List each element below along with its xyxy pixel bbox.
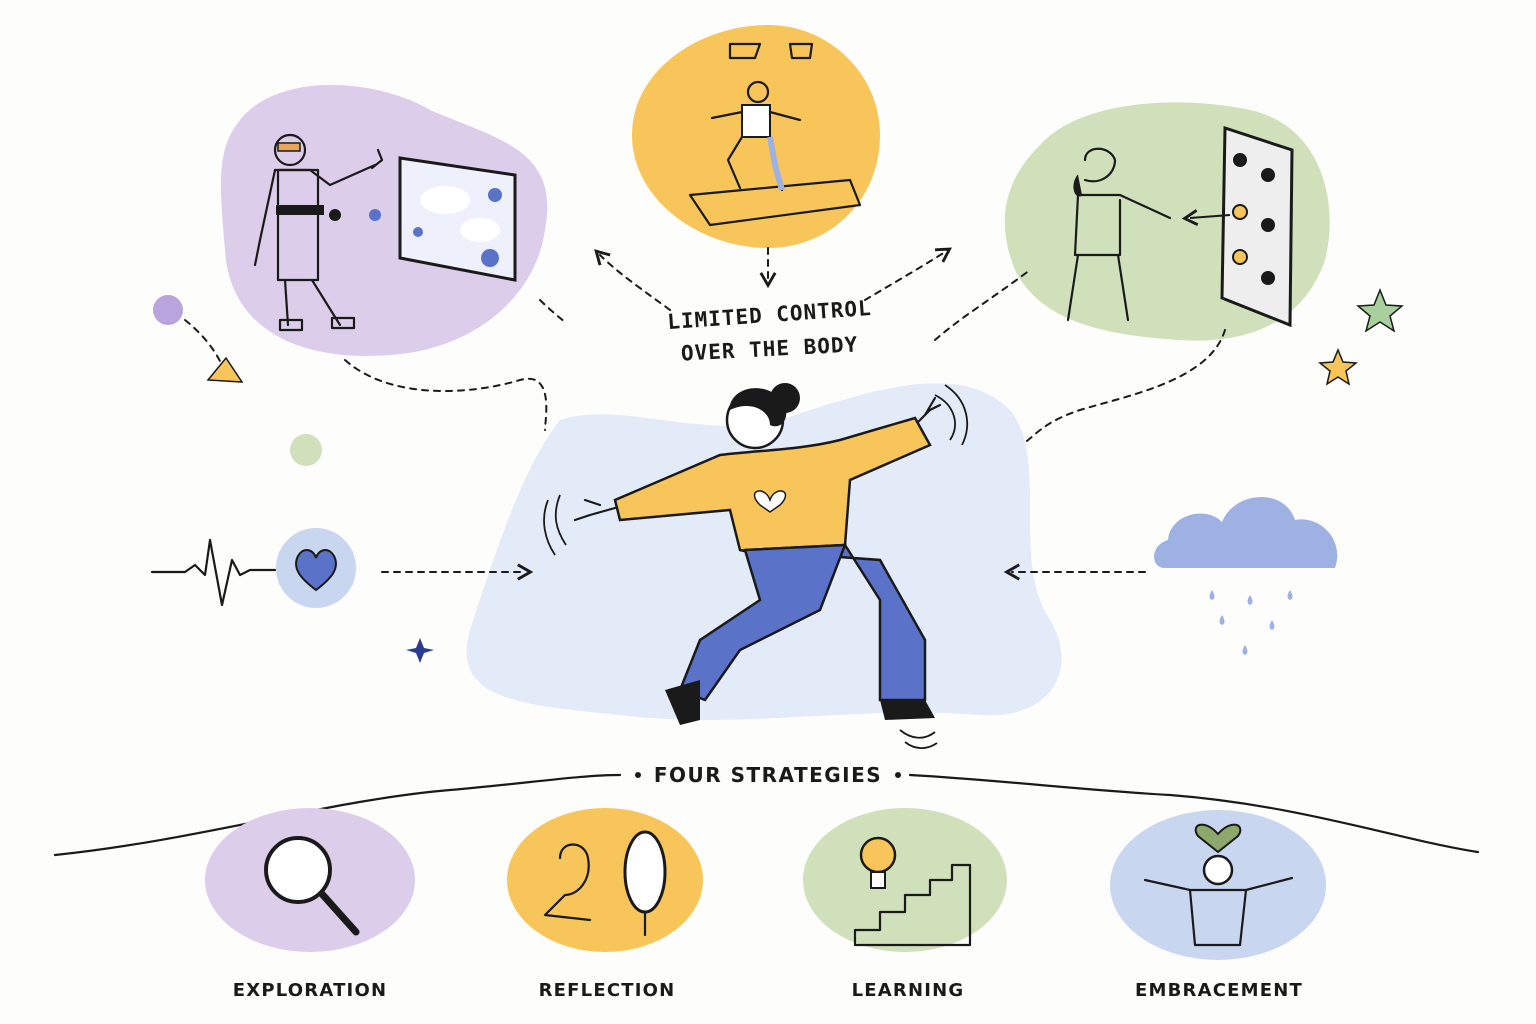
magnifier-icon <box>264 836 360 936</box>
button-panel-scene <box>1004 102 1330 341</box>
section-heading: FOUR STRATEGIES <box>654 763 882 787</box>
strategy-label: LEARNING <box>852 980 965 1001</box>
vr-suit-scene <box>220 85 548 356</box>
heartbeat-influence <box>150 528 534 608</box>
central-figure <box>466 383 1062 750</box>
left-shoe-icon <box>665 680 700 725</box>
decorations <box>153 287 1404 663</box>
lightbulb-stairs-icon <box>853 836 972 947</box>
strategy-label: EMBRACEMENT <box>1135 980 1303 1001</box>
strategies-divider: FOUR STRATEGIES <box>53 763 1480 857</box>
heartbeat-icon <box>150 538 277 607</box>
green-dot-icon <box>290 434 322 466</box>
strategy-embracement: EMBRACEMENT <box>1110 810 1326 1001</box>
triangle-icon <box>206 356 244 383</box>
strategy-learning: LEARNING <box>803 808 1007 1001</box>
strategy-exploration: EXPLORATION <box>205 808 415 1001</box>
mocap-person-icon <box>710 80 802 192</box>
button-panel-icon <box>1181 125 1294 328</box>
title-line-1: LIMITED CONTROL <box>667 296 873 334</box>
green-star-icon <box>1356 287 1404 333</box>
title-line-2: OVER THE BODY <box>680 332 858 365</box>
strategy-reflection: REFLECTION <box>507 808 703 1001</box>
weather-influence <box>1003 496 1338 655</box>
button-person-icon <box>1066 147 1172 322</box>
heart-icon <box>295 549 337 592</box>
motion-capture-scene <box>632 25 880 248</box>
raindrops <box>1209 590 1293 655</box>
strategy-label: REFLECTION <box>539 980 676 1001</box>
mirror-icon <box>543 830 667 937</box>
sparkle-icon <box>406 638 434 663</box>
purple-dot-icon <box>153 295 183 325</box>
strategy-label: EXPLORATION <box>233 980 387 1001</box>
right-shoe-icon <box>880 700 935 720</box>
heart-chest-icon <box>753 490 787 513</box>
screen-icon <box>369 156 517 282</box>
main-title: LIMITED CONTROL OVER THE BODY <box>667 296 873 366</box>
yellow-star-icon <box>1318 348 1358 386</box>
rain-cloud-icon <box>1154 496 1338 568</box>
vr-person-icon <box>253 133 384 332</box>
open-arms-icon <box>1143 823 1294 947</box>
